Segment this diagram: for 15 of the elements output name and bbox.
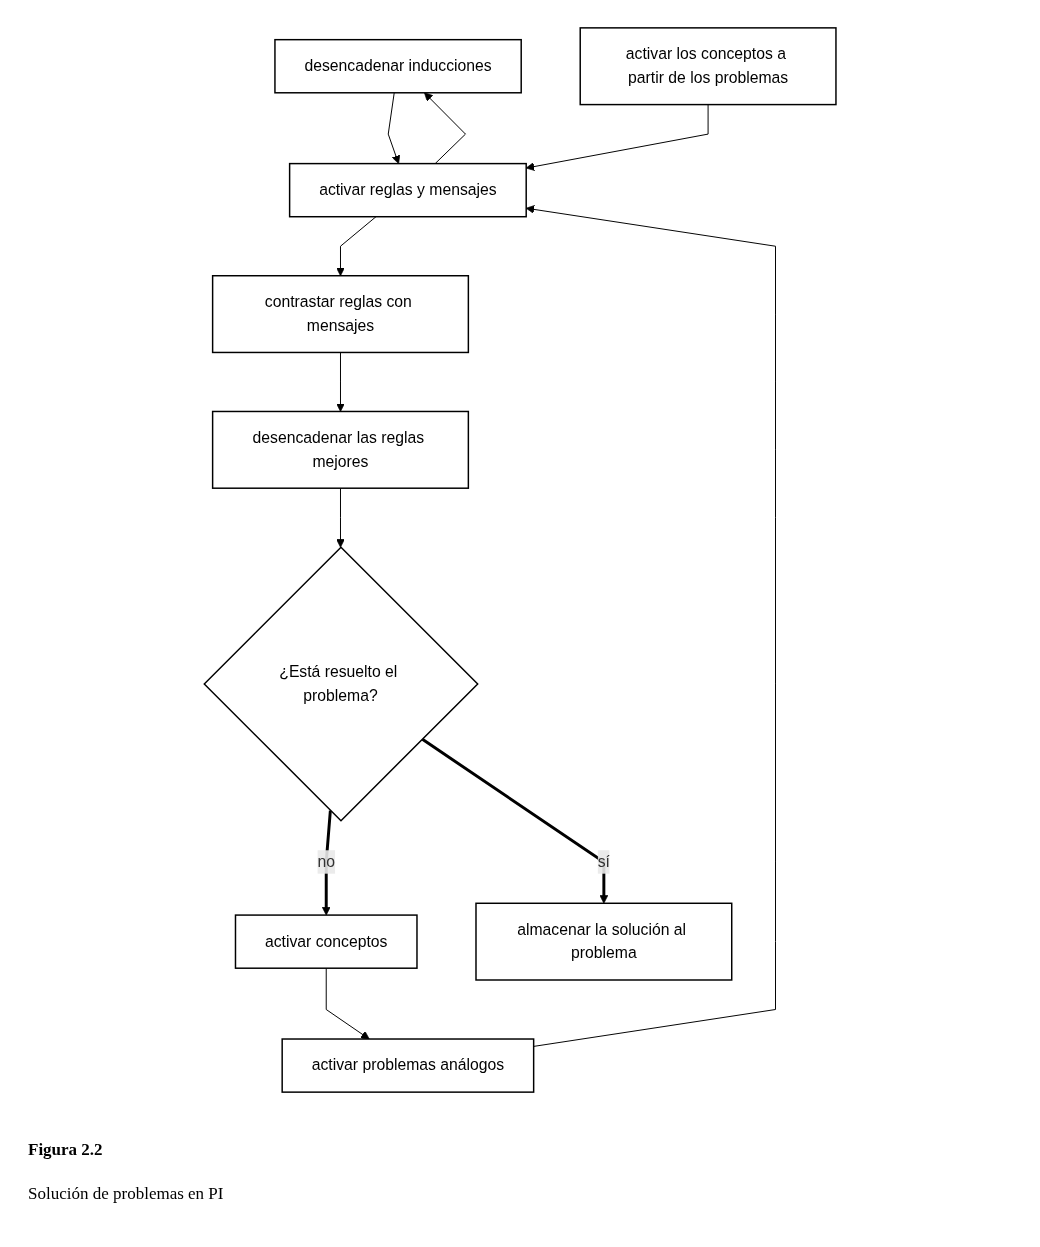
arrow [421, 737, 609, 904]
node-box: contrastar reglas con mensajes [211, 275, 469, 354]
node-box: activar reglas y mensajes [288, 162, 527, 218]
edge-label: sí [597, 853, 610, 870]
node-box: activar los conceptos a partir de los problemas [579, 27, 837, 106]
node-box: almacenar la solución al problema [475, 902, 733, 981]
figure-number: Figura 2.2 [28, 1140, 104, 1160]
node-box: activar problemas análogos [281, 1038, 535, 1093]
node-box: desencadenar las reglas mejores [211, 410, 469, 489]
edge-label: no [317, 853, 335, 870]
arrow [321, 810, 332, 916]
node-box: activar conceptos [234, 914, 418, 969]
figure-caption: Solución de problemas en PI [28, 1184, 224, 1204]
node-diamond: ¿Está resuelto el problema? [203, 546, 479, 822]
node-box: desencadenar inducciones [274, 38, 522, 94]
